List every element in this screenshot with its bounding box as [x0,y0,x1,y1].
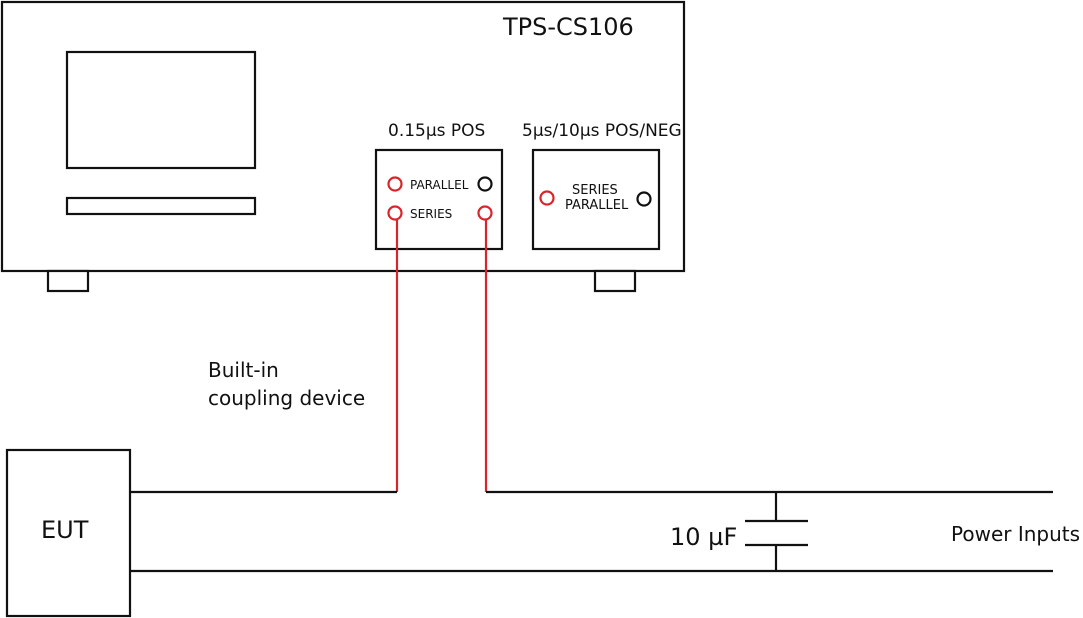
panel1-series-red-terminal [387,205,403,221]
panel2-title: 5µs/10µs POS/NEG [522,121,682,141]
coupling-label-line1: Built-in [208,358,279,382]
panel1-parallel-black-terminal [477,176,493,192]
panel1-parallel-red-terminal [387,176,403,192]
front-slot [65,196,257,216]
coupling-label-line2: coupling device [208,386,365,410]
panel1-title: 0.15µs POS [388,121,485,141]
power-inputs-label: Power Inputs [951,522,1080,546]
chassis-foot-right [593,269,637,293]
panel1-parallel-label: PARALLEL [410,178,469,192]
eut-box [5,448,132,618]
capacitor-label: 10 µF [670,523,737,551]
panel2-red-terminal [539,190,555,206]
eut-label: EUT [41,516,89,544]
display-screen [65,50,257,170]
panel1-series-red-terminal-right [477,205,493,221]
panel2-parallel-label: PARALLEL [565,198,629,213]
panel1-box [374,148,504,251]
panel2-black-terminal [636,191,652,207]
panel1-series-label: SERIES [410,207,452,221]
chassis-foot-left [46,269,90,293]
model-label: TPS-CS106 [502,13,634,41]
panel2-series-label: SERIES [572,183,618,198]
